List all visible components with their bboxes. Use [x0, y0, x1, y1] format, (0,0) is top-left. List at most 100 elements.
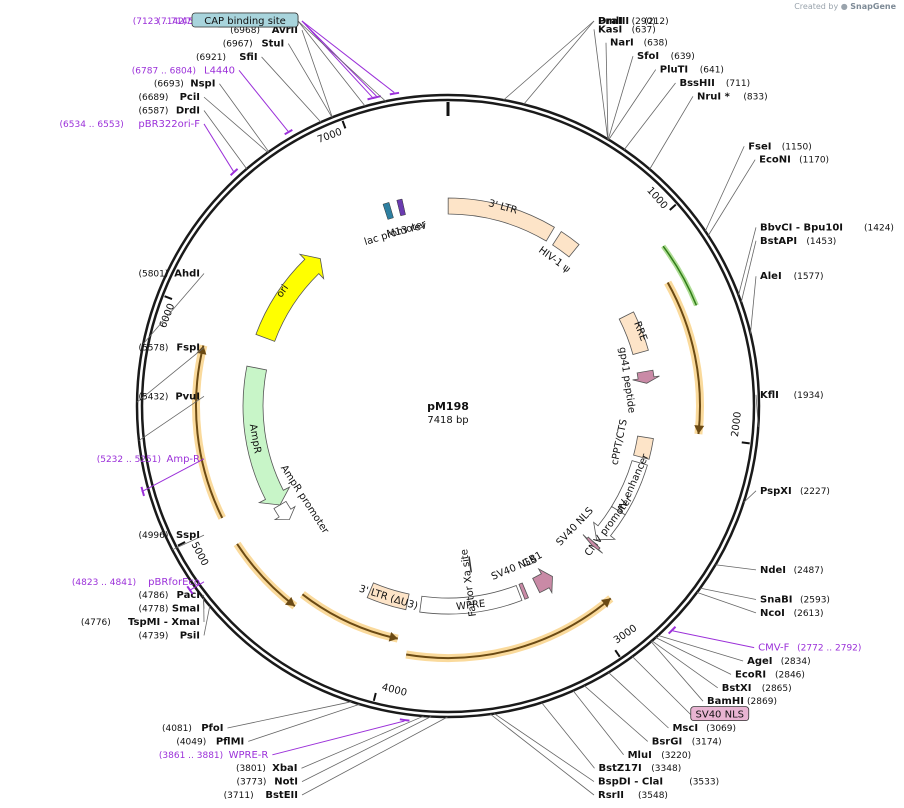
- svg-text:(4823 .. 4841): (4823 .. 4841): [72, 578, 136, 588]
- snapgene-logo-icon: ●: [840, 2, 848, 11]
- svg-text:(3533): (3533): [689, 778, 719, 788]
- svg-text:PfoI: PfoI: [201, 723, 223, 734]
- svg-text:(2834): (2834): [781, 657, 811, 667]
- svg-text:(1170): (1170): [799, 156, 829, 166]
- svg-text:(3711): (3711): [224, 791, 254, 801]
- feature-3-ltr: 3' LTR: [447, 197, 555, 242]
- site-bsshii: BssHII (711): [623, 78, 750, 150]
- feature-ampr: AmpR: [242, 365, 291, 506]
- svg-text:3000: 3000: [612, 623, 639, 646]
- svg-text:StuI: StuI: [261, 39, 284, 50]
- site-rsrii: RsrII(3548): [490, 713, 668, 801]
- site-pluti: PluTI(641): [608, 65, 724, 140]
- site-layer: DraIII(212)PmlI(290)KasI(637)NarI(638)Sf…: [81, 16, 894, 801]
- rev-orf-highlight: [661, 244, 699, 307]
- svg-text:(641): (641): [700, 66, 724, 76]
- site-bsrgi: BsrGI(3174): [583, 685, 722, 747]
- svg-text:(4081): (4081): [162, 724, 192, 734]
- site-fspi: FspI(5578): [136, 343, 205, 403]
- svg-text:(6689): (6689): [138, 93, 168, 103]
- svg-text:FseI: FseI: [748, 141, 771, 152]
- site-kfli: KflI(1934): [755, 390, 824, 427]
- credit-brand: SnapGene: [850, 2, 896, 11]
- svg-text:SV40 NLS: SV40 NLS: [696, 710, 745, 721]
- svg-text:PflMI: PflMI: [216, 736, 244, 747]
- svg-text:AvrII: AvrII: [272, 25, 298, 36]
- site-pmli: PmlI(290): [523, 16, 656, 105]
- svg-text:(4996): (4996): [138, 531, 168, 541]
- orf-arrowhead: [601, 598, 611, 608]
- svg-text:BstXI: BstXI: [722, 683, 752, 694]
- site-sspi: SspI (4996): [138, 530, 205, 551]
- svg-text:(711): (711): [726, 79, 750, 89]
- svg-text:AmpR: AmpR: [247, 423, 263, 454]
- svg-text:(1577): (1577): [794, 272, 824, 282]
- orf-highlight: [192, 344, 226, 520]
- backbone-inner-ring: [140, 98, 756, 714]
- site-bstapi: BstAPI(1453): [740, 236, 836, 303]
- svg-text:(2613): (2613): [794, 609, 824, 619]
- site-sfoi: SfoI(639): [607, 51, 695, 140]
- site-sfii: SfiI(6921): [196, 52, 322, 123]
- svg-text:(5578): (5578): [138, 344, 168, 354]
- site-bsteii: BstEII (3711): [224, 716, 448, 801]
- svg-text:(1453): (1453): [806, 237, 836, 247]
- svg-text:DrdI: DrdI: [176, 106, 200, 117]
- svg-text:(5801): (5801): [138, 270, 168, 280]
- svg-text:(2593): (2593): [800, 596, 830, 606]
- primer-l4440: L4440(6787 .. 6804): [132, 65, 293, 136]
- svg-text:NcoI: NcoI: [760, 608, 785, 619]
- svg-text:SspI: SspI: [176, 530, 200, 541]
- site-avrii: AvrII(6968): [230, 25, 333, 118]
- site-nrui-: NruI *(833): [649, 91, 768, 170]
- svg-text:SmaI: SmaI: [172, 604, 200, 615]
- svg-text:BsrGI: BsrGI: [652, 736, 682, 747]
- rev-orf-arc: [662, 245, 698, 306]
- backbone-layer: [135, 93, 761, 719]
- site-draiii: DraIII(212): [503, 16, 669, 101]
- svg-text:EcoRI: EcoRI: [735, 669, 766, 680]
- site-pfoi: PfoI (4081): [162, 701, 352, 734]
- primer-wpre-r: WPRE-R(3861 .. 3881): [159, 718, 410, 761]
- site-fsei: FseI (1150): [704, 141, 812, 232]
- svg-text:Amp-R: Amp-R: [167, 454, 201, 465]
- orf-arc: [666, 282, 701, 435]
- svg-text:cPPT/CTS: cPPT/CTS: [610, 418, 630, 466]
- site-pspxi: PspXI (2227): [743, 486, 830, 503]
- feature-cmv-promoter: CMV promoter: [583, 494, 635, 559]
- site-pflmi: PflMI(4049): [176, 703, 360, 747]
- svg-text:(2227): (2227): [800, 487, 830, 497]
- site-bbvci-bpu10i: BbvCI - Bpu10I(1424): [738, 222, 894, 296]
- svg-text:AhdI: AhdI: [174, 269, 200, 280]
- tick-5000: 5000: [177, 540, 210, 568]
- plasmid-size: 7418 bp: [427, 415, 468, 426]
- site-xbai: XbaI(3801): [236, 715, 424, 774]
- svg-text:BbvCI - Bpu10I: BbvCI - Bpu10I: [760, 222, 843, 233]
- svg-text:(2865): (2865): [762, 684, 792, 694]
- svg-text:(638): (638): [644, 39, 668, 49]
- orf-layer: [192, 244, 705, 662]
- svg-text:(290): (290): [632, 17, 656, 27]
- svg-text:BspDI - ClaI: BspDI - ClaI: [598, 777, 663, 788]
- svg-text:(1150): (1150): [782, 142, 812, 152]
- site-econi: EcoNI(1170): [707, 155, 829, 236]
- site-ncoi: NcoI (2613): [696, 591, 824, 619]
- site-agei: AgeI(2834): [657, 635, 811, 667]
- svg-text:BstEII: BstEII: [265, 790, 298, 801]
- site-kasi: KasI(637): [593, 24, 656, 140]
- svg-text:(4739): (4739): [138, 631, 168, 641]
- svg-text:L4440: L4440: [204, 65, 235, 76]
- svg-text:PvuI: PvuI: [175, 391, 200, 402]
- svg-text:(3548): (3548): [638, 791, 668, 801]
- svg-text:BssHII: BssHII: [679, 78, 714, 89]
- svg-text:NdeI: NdeI: [760, 565, 786, 576]
- svg-text:DraIII: DraIII: [598, 16, 629, 27]
- svg-text:NotI: NotI: [274, 777, 298, 788]
- feature-gb1: GB1: [521, 550, 553, 595]
- svg-text:PspXI: PspXI: [760, 486, 792, 497]
- svg-text:MscI: MscI: [672, 723, 698, 734]
- svg-text:KflI: KflI: [760, 390, 779, 401]
- orf-arc: [301, 593, 398, 640]
- orf-arrowhead: [388, 631, 398, 642]
- feature-wpre: WPRE: [419, 584, 523, 615]
